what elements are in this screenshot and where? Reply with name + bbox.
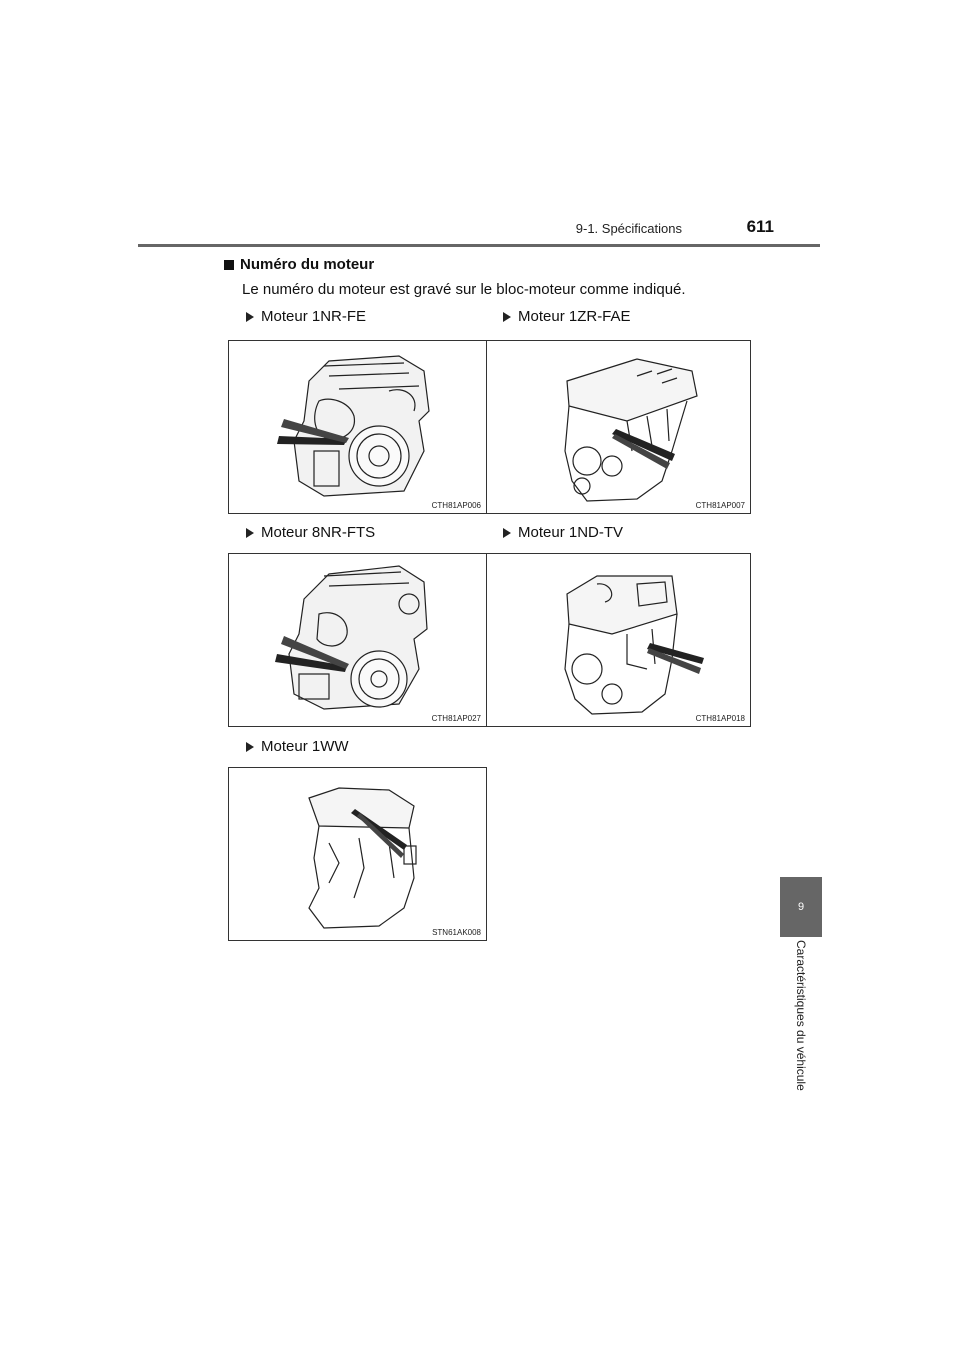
triangle-bullet-icon xyxy=(503,311,511,322)
section-heading: Numéro du moteur xyxy=(224,256,374,273)
triangle-bullet-icon xyxy=(246,741,254,752)
engine-illustration xyxy=(564,575,704,715)
section-heading-text: Numéro du moteur xyxy=(240,256,375,273)
figure-code: CTH81AP007 xyxy=(695,501,745,510)
engine-illustration xyxy=(564,358,698,502)
engine-figure-1nr-fe: CTH81AP006 xyxy=(228,340,487,514)
figure-caption: Moteur 1NR-FE xyxy=(246,308,366,325)
header-section-title: 9-1. Spécifications xyxy=(575,221,682,236)
figure-caption-text: Moteur 1WW xyxy=(261,738,349,755)
figure-caption-text: Moteur 1NR-FE xyxy=(261,308,367,325)
intro-paragraph: Le numéro du moteur est gravé sur le blo… xyxy=(242,281,686,298)
chapter-tab-label: Caractéristiques du véhicule xyxy=(790,940,812,1110)
header-divider xyxy=(138,244,820,247)
engine-figure-8nr-fts: CTH81AP027 xyxy=(228,553,487,727)
figure-code: CTH81AP006 xyxy=(431,501,481,510)
figure-code: STN61AK008 xyxy=(432,928,481,937)
figure-caption: Moteur 1ZR-FAE xyxy=(503,308,631,325)
figure-caption: Moteur 1WW xyxy=(246,738,349,755)
triangle-bullet-icon xyxy=(503,527,511,538)
engine-figure-1zr-fae: CTH81AP007 xyxy=(486,340,751,514)
figure-caption-text: Moteur 8NR-FTS xyxy=(261,524,376,541)
figure-caption: Moteur 1ND-TV xyxy=(503,524,623,541)
engine-figure-1ww: STN61AK008 xyxy=(228,767,487,941)
chapter-tab-label-text: Caractéristiques du véhicule xyxy=(794,940,808,1091)
engine-illustration xyxy=(275,565,428,710)
engine-illustration xyxy=(277,355,430,497)
page-number: 611 xyxy=(746,217,774,236)
chapter-tab: 9 xyxy=(780,877,822,937)
engine-illustration xyxy=(308,787,417,929)
triangle-bullet-icon xyxy=(246,311,254,322)
figure-caption-text: Moteur 1ZR-FAE xyxy=(518,308,631,325)
figure-code: CTH81AP027 xyxy=(431,714,481,723)
figure-caption: Moteur 8NR-FTS xyxy=(246,524,375,541)
figure-caption-text: Moteur 1ND-TV xyxy=(518,524,624,541)
square-bullet-icon xyxy=(224,259,234,270)
figure-code: CTH81AP018 xyxy=(695,714,745,723)
engine-figure-1nd-tv: CTH81AP018 xyxy=(486,553,751,727)
triangle-bullet-icon xyxy=(246,527,254,538)
